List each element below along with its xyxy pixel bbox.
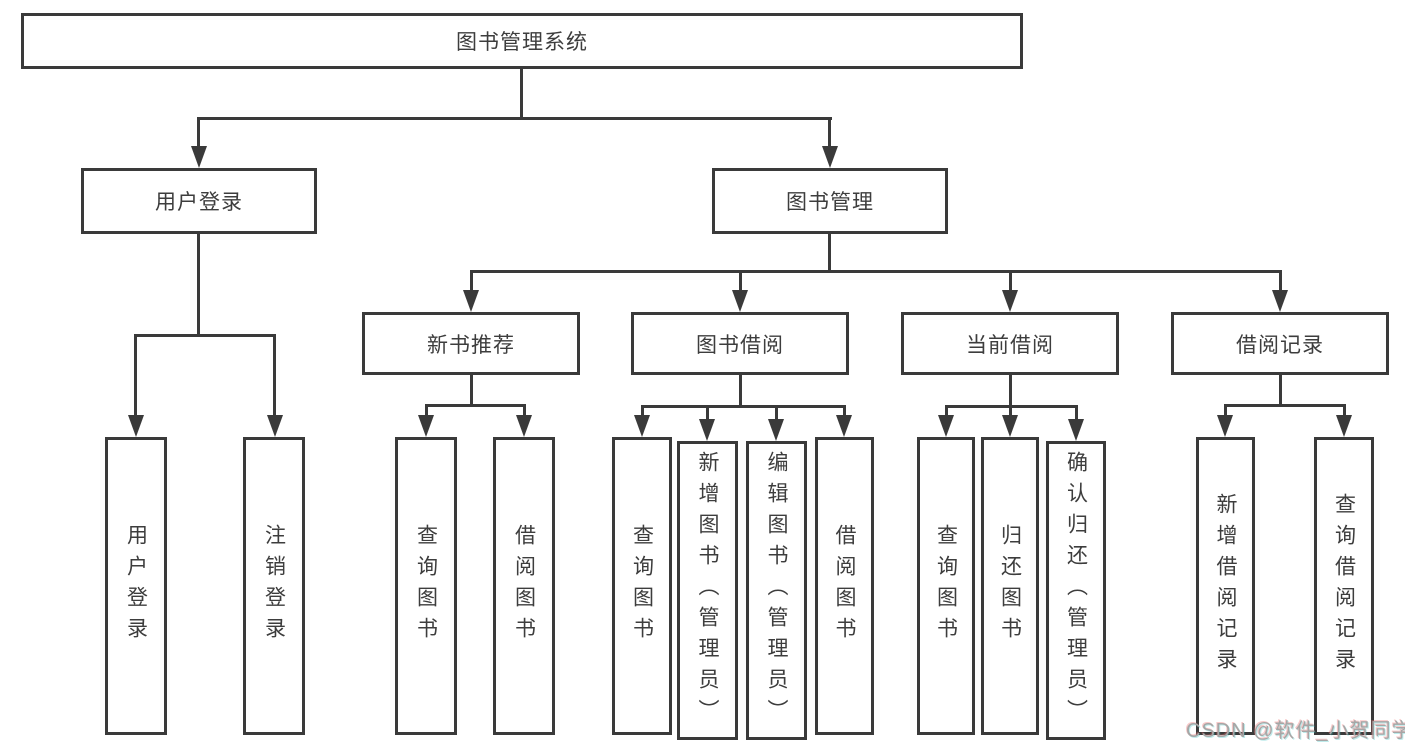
leaf-logout-label: 注销登录 (262, 524, 286, 648)
node-book-management: 图书管理 (712, 168, 948, 234)
arrow-down-icon (822, 146, 838, 168)
leaf-cb-return-books-label: 归还图书 (998, 524, 1022, 648)
connector-drop-br-query (1343, 404, 1346, 417)
leaf-nb-borrow-books: 借阅图书 (493, 437, 555, 735)
arrow-down-icon (516, 415, 532, 437)
leaf-nb-query-books-label: 查询图书 (414, 524, 438, 648)
arrow-down-icon (1002, 415, 1018, 437)
arrow-down-icon (191, 146, 207, 168)
connector-newbooks-stem (470, 375, 473, 405)
connector-bookborrow-bar (641, 405, 845, 408)
leaf-bb-borrow-books: 借阅图书 (815, 437, 874, 735)
leaf-cb-return-books: 归还图书 (981, 437, 1039, 735)
leaf-logout: 注销登录 (243, 437, 305, 735)
connector-drop-bb-add (706, 405, 709, 422)
connector-drop-br-add (1224, 404, 1227, 417)
leaf-cb-confirm-return-admin: 确认归还（管理员） (1046, 441, 1106, 740)
connector-root-stem (520, 69, 523, 118)
leaf-nb-borrow-books-label: 借阅图书 (512, 524, 536, 648)
node-book-borrowing: 图书借阅 (631, 312, 849, 375)
arrow-down-icon (418, 415, 434, 437)
connector-drop-cb-query (945, 405, 948, 418)
connector-drop-book-borrowing (739, 270, 742, 291)
arrow-down-icon (1068, 419, 1084, 441)
arrow-down-icon (732, 290, 748, 312)
connector-drop-nb-query (425, 404, 428, 416)
arrow-down-icon (938, 415, 954, 437)
node-user-login-label: 用户登录 (155, 191, 243, 214)
connector-drop-borrowing-records (1279, 270, 1282, 291)
arrow-down-icon (836, 415, 852, 437)
connector-bookmgmt-stem (828, 234, 831, 272)
node-borrowing-records-label: 借阅记录 (1236, 333, 1324, 357)
node-borrowing-records: 借阅记录 (1171, 312, 1389, 375)
arrow-down-icon (1002, 290, 1018, 312)
leaf-br-query-record: 查询借阅记录 (1314, 437, 1374, 735)
node-user-login: 用户登录 (81, 168, 317, 234)
connector-drop-current-borrowing (1009, 270, 1012, 291)
node-book-borrowing-label: 图书借阅 (696, 333, 784, 357)
node-book-management-label: 图书管理 (786, 191, 874, 214)
leaf-br-add-record: 新增借阅记录 (1196, 437, 1255, 735)
arrow-down-icon (1217, 415, 1233, 437)
arrow-down-icon (267, 415, 283, 437)
node-new-book-recommend: 新书推荐 (362, 312, 580, 375)
arrow-down-icon (463, 290, 479, 312)
leaf-cb-query-books-label: 查询图书 (934, 524, 958, 648)
connector-root-bar (198, 117, 832, 120)
connector-records-bar (1224, 404, 1346, 407)
leaf-bb-borrow-books-label: 借阅图书 (833, 524, 856, 648)
leaf-user-login-label: 用户登录 (124, 524, 148, 648)
arrow-down-icon (768, 419, 784, 441)
arrow-down-icon (1272, 290, 1288, 312)
arrow-down-icon (699, 419, 715, 441)
leaf-bb-query-books-label: 查询图书 (630, 524, 654, 648)
node-current-borrowing-label: 当前借阅 (966, 333, 1054, 357)
leaf-bb-edit-books-admin: 编辑图书（管理员） (746, 441, 807, 740)
leaf-bb-query-books: 查询图书 (612, 437, 672, 735)
connector-drop-bb-edit (775, 405, 778, 422)
connector-records-stem (1279, 375, 1282, 406)
connector-drop-cb-confirm (1075, 405, 1078, 422)
connector-drop-login-leaf (134, 334, 137, 416)
connector-drop-bb-query (641, 405, 644, 418)
node-root-label: 图书管理系统 (456, 31, 588, 54)
connector-bookmgmt-bar (470, 270, 1281, 273)
connector-drop-user-login (197, 117, 200, 147)
connector-userlogin-bar (134, 334, 276, 337)
arrow-down-icon (1336, 415, 1352, 437)
leaf-bb-edit-books-admin-label: 编辑图书（管理员） (765, 451, 788, 730)
leaf-br-query-record-label: 查询借阅记录 (1332, 493, 1356, 679)
connector-newbooks-bar (425, 404, 526, 407)
leaf-cb-query-books: 查询图书 (917, 437, 975, 735)
connector-drop-cb-return (1009, 405, 1012, 418)
leaf-bb-add-books-admin-label: 新增图书（管理员） (696, 451, 719, 730)
watermark: CSDN @软件_小贺同学 (1186, 720, 1405, 742)
connector-drop-book-management (828, 117, 831, 147)
leaf-br-add-record-label: 新增借阅记录 (1214, 493, 1237, 679)
leaf-nb-query-books: 查询图书 (395, 437, 457, 735)
connector-userlogin-stem (197, 234, 200, 336)
connector-bookborrow-stem (739, 375, 742, 407)
arrow-down-icon (634, 415, 650, 437)
arrow-down-icon (128, 415, 144, 437)
connector-drop-bb-borrow (843, 405, 846, 418)
connector-drop-new-books (470, 270, 473, 291)
connector-drop-logout-leaf (273, 334, 276, 416)
leaf-bb-add-books-admin: 新增图书（管理员） (677, 441, 738, 740)
connector-currentborrow-stem (1009, 375, 1012, 407)
node-new-book-recommend-label: 新书推荐 (427, 333, 515, 357)
node-current-borrowing: 当前借阅 (901, 312, 1119, 375)
node-root: 图书管理系统 (21, 13, 1023, 69)
leaf-user-login: 用户登录 (105, 437, 167, 735)
connector-drop-nb-borrow (523, 404, 526, 416)
leaf-cb-confirm-return-admin-label: 确认归还（管理员） (1064, 451, 1088, 730)
